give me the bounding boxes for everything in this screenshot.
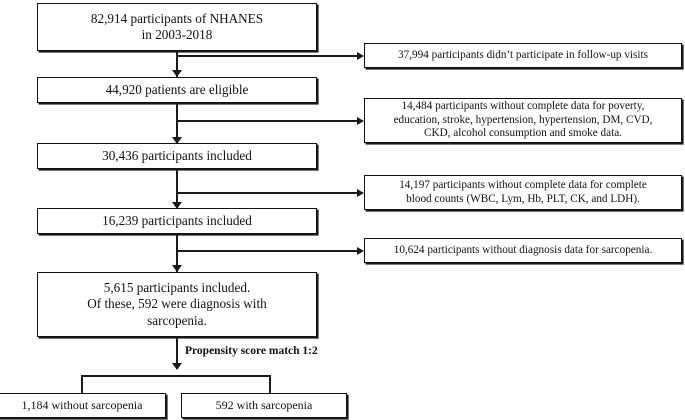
arrow-into-e4 [357, 246, 364, 255]
node-with-sarcopenia[interactable]: 592 with sarcopenia [181, 393, 347, 418]
node-excluded-covariates-text: 14,484 participants without complete dat… [393, 100, 653, 140]
node-excluded-bloodcounts-text: 14,197 participants without complete dat… [399, 178, 647, 205]
node-included-30436-text: 30,436 participants included [102, 147, 252, 163]
node-excluded-followup[interactable]: 37,994 participants didn’t participate i… [364, 43, 682, 68]
connector-split-b2 [269, 375, 271, 393]
node-excluded-followup-text: 37,994 participants didn’t participate i… [398, 48, 648, 61]
arrow-split-down [172, 363, 182, 370]
connector-n1-n2 [176, 51, 178, 79]
connector-n3-n4 [176, 167, 178, 210]
node-excluded-sarcopenia-dx-text: 10,624 participants without diagnosis da… [393, 243, 653, 256]
node-included-16239[interactable]: 16,239 participants included [37, 208, 317, 234]
split-bar [81, 375, 271, 377]
node-eligible-patients[interactable]: 44,920 patients are eligible [37, 77, 317, 103]
propensity-match-label: Propensity score match 1:2 [185, 345, 318, 357]
node-included-16239-text: 16,239 participants included [102, 212, 252, 228]
node-with-sarcopenia-text: 592 with sarcopenia [215, 398, 313, 413]
branch-to-e4 [176, 250, 358, 252]
arrow-into-n5 [172, 265, 182, 272]
branch-to-e1 [176, 55, 358, 57]
connector-n5-split [176, 336, 178, 368]
connector-n4-n5 [176, 232, 178, 272]
node-excluded-covariates[interactable]: 14,484 participants without complete dat… [364, 98, 682, 143]
node-eligible-patients-text: 44,920 patients are eligible [105, 81, 249, 97]
node-included-5615-text: 5,615 participants included.Of these, 59… [87, 280, 267, 328]
node-without-sarcopenia-text: 1,184 without sarcopenia [21, 398, 143, 413]
node-included-5615[interactable]: 5,615 participants included.Of these, 59… [37, 272, 317, 337]
connector-n2-n3 [176, 101, 178, 145]
arrow-into-n3 [172, 137, 182, 144]
connector-split-b1 [81, 375, 83, 393]
arrow-into-e2 [357, 116, 364, 125]
node-without-sarcopenia[interactable]: 1,184 without sarcopenia [0, 393, 166, 418]
arrow-into-e1 [357, 51, 364, 60]
arrow-into-n4 [172, 202, 182, 209]
branch-to-e2 [176, 120, 358, 122]
node-excluded-sarcopenia-dx[interactable]: 10,624 participants without diagnosis da… [364, 238, 682, 263]
arrow-into-n2 [172, 70, 182, 77]
arrow-into-e3 [357, 188, 364, 197]
node-excluded-bloodcounts[interactable]: 14,197 participants without complete dat… [364, 175, 682, 210]
node-included-30436[interactable]: 30,436 participants included [37, 143, 317, 169]
branch-to-e3 [176, 192, 358, 194]
